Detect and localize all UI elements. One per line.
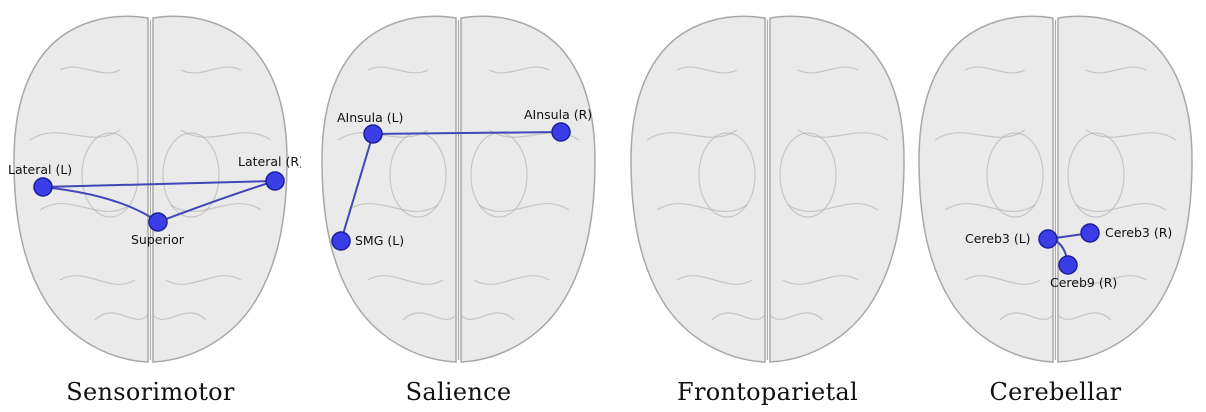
node-label: Cereb9 (R) [1050,275,1117,290]
node-label: Cereb3 (R) [1105,225,1172,240]
panel-cerebellar: Cereb3 (L) Cereb3 (R) Cereb9 (R) Cerebel… [905,0,1206,412]
panel-sensorimotor: Lateral (L) Lateral (R) Superior Sensori… [0,0,301,412]
network-title: Sensorimotor [0,378,301,406]
node-superior [149,213,167,231]
brain-outline [919,16,1192,362]
node-label: AInsula (L) [337,110,403,125]
node-lateral-r [266,172,284,190]
node-label: Lateral (R) [238,154,301,169]
brain-axial-view: Cereb3 (L) Cereb3 (R) Cereb9 (R) [905,0,1206,372]
node-lateral-l [34,178,52,196]
node-ainsula-l [364,125,382,143]
node-label: Cereb3 (L) [965,231,1031,246]
brain-axial-view [617,0,918,372]
node-ainsula-r [552,123,570,141]
network-title: Frontoparietal [617,378,918,406]
brain-outline [631,16,904,362]
panel-frontoparietal: Frontoparietal [617,0,918,412]
node-label: SMG (L) [355,233,404,248]
brain-outline [322,16,595,362]
node-cereb3-l [1039,230,1057,248]
node-label: Superior [131,232,185,247]
node-label: AInsula (R) [524,107,592,122]
node-cereb9-r [1059,256,1077,274]
panel-salience: AInsula (L) AInsula (R) SMG (L) Salience [308,0,609,412]
brain-axial-view: Lateral (L) Lateral (R) Superior [0,0,301,372]
network-title: Cerebellar [905,378,1206,406]
network-title: Salience [308,378,609,406]
brain-axial-view: AInsula (L) AInsula (R) SMG (L) [308,0,609,372]
node-smg-l [332,232,350,250]
node-cereb3-r [1081,224,1099,242]
node-label: Lateral (L) [8,162,72,177]
